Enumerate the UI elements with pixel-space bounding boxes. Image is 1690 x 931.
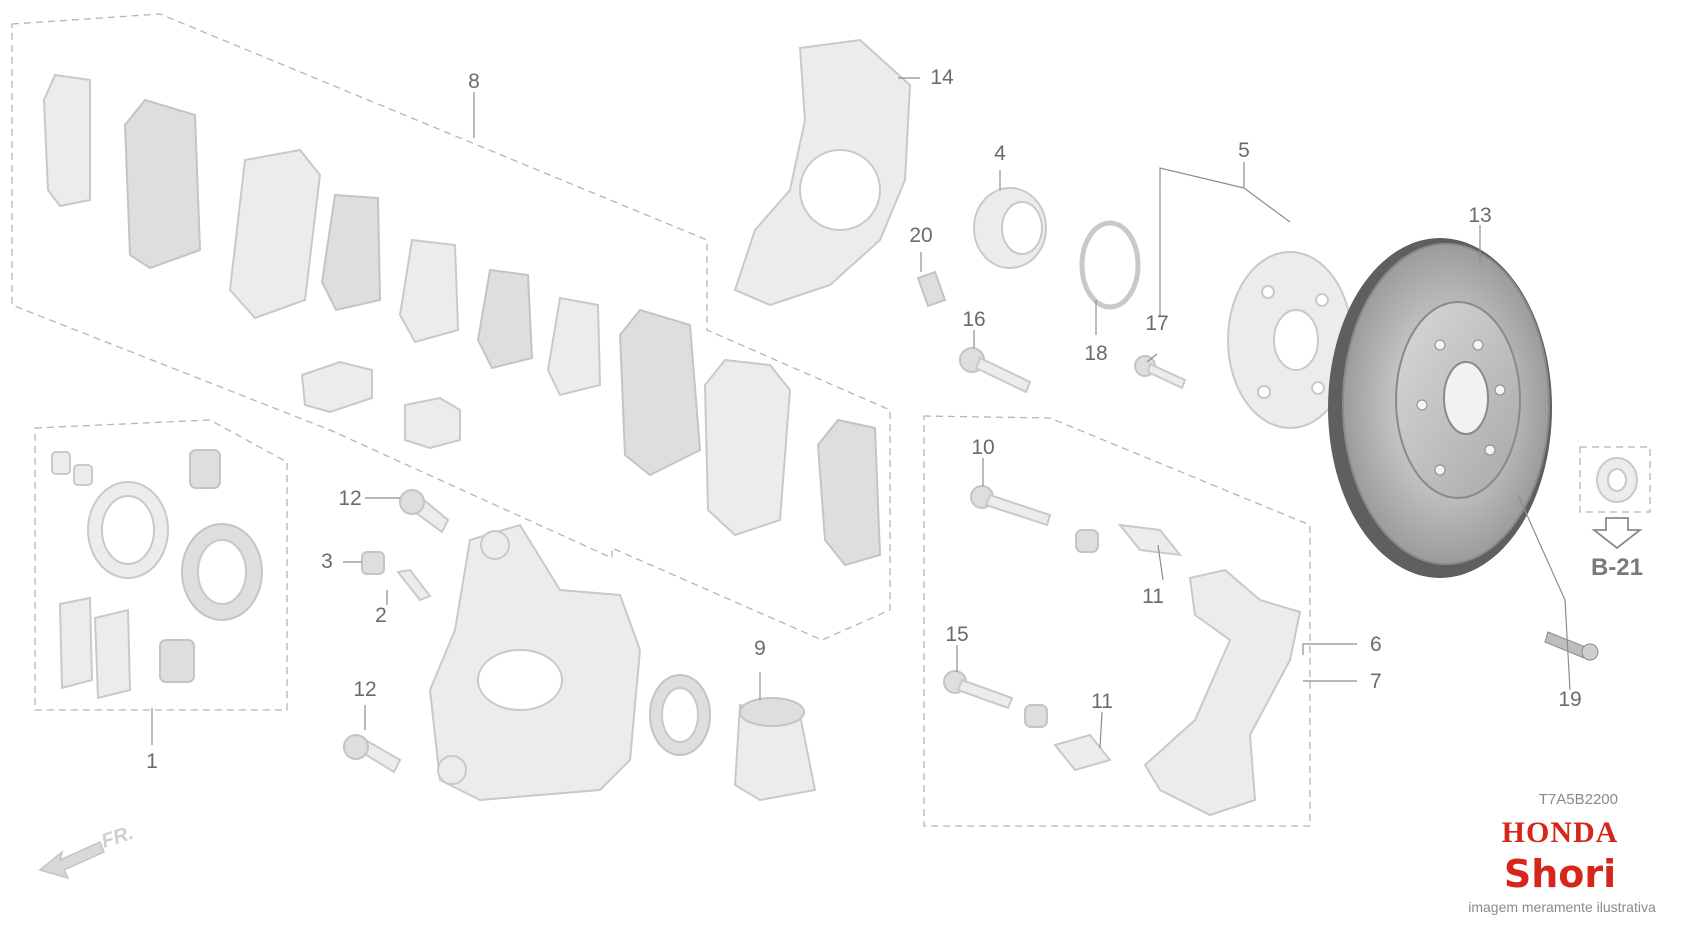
arrow-down-icon bbox=[1591, 517, 1643, 550]
callout-5: 5 bbox=[1238, 139, 1250, 162]
caliper-piston[interactable] bbox=[733, 697, 817, 802]
brake-pad-set[interactable] bbox=[42, 73, 882, 567]
callout-20: 20 bbox=[909, 224, 932, 247]
callout-15: 15 bbox=[945, 623, 968, 646]
callout-12-upper: 12 bbox=[338, 487, 361, 510]
disclaimer-text: imagem meramente ilustrativa bbox=[1468, 899, 1656, 915]
hub-bolt-16[interactable] bbox=[959, 347, 1032, 394]
brake-caliper[interactable] bbox=[428, 523, 642, 802]
group-boundary-caliper-bracket bbox=[923, 415, 1311, 827]
group-boundary-seal-kit bbox=[34, 419, 288, 711]
callout-10: 10 bbox=[971, 436, 994, 459]
section-ref-label: B-21 bbox=[1591, 554, 1643, 581]
wheel-bearing[interactable] bbox=[973, 187, 1047, 269]
diagram-code: T7A5B2200 bbox=[1539, 791, 1618, 808]
section-b21-part-ghost bbox=[1596, 457, 1638, 503]
splash-guard[interactable] bbox=[733, 38, 912, 307]
pin-boot-lower[interactable] bbox=[1024, 704, 1048, 728]
hub-bolt-small[interactable] bbox=[916, 270, 947, 308]
callout-6: 6 bbox=[1370, 633, 1382, 656]
guide-pin-10[interactable] bbox=[970, 485, 1052, 527]
bleeder-cap[interactable] bbox=[361, 551, 385, 575]
callout-1: 1 bbox=[146, 750, 158, 773]
brake-disc-highlighted[interactable] bbox=[1328, 238, 1552, 578]
disc-screw-highlighted[interactable] bbox=[1544, 631, 1599, 661]
snap-ring[interactable] bbox=[1079, 220, 1141, 310]
callout-3: 3 bbox=[321, 550, 333, 573]
arrow-left-icon bbox=[38, 840, 105, 880]
callout-9: 9 bbox=[754, 637, 766, 660]
piston-seal[interactable] bbox=[649, 674, 711, 756]
front-direction-indicator: FR. bbox=[38, 822, 136, 880]
guide-pin-15[interactable] bbox=[943, 670, 1014, 710]
brand-logo: HONDA bbox=[1502, 816, 1619, 849]
callout-13: 13 bbox=[1468, 204, 1491, 227]
direction-label: FR. bbox=[99, 822, 136, 853]
callout-12-lower: 12 bbox=[353, 678, 376, 701]
callout-8: 8 bbox=[468, 70, 480, 93]
caliper-bolt-lower[interactable] bbox=[343, 734, 402, 774]
pin-boot-upper[interactable] bbox=[1075, 529, 1099, 553]
caliper-bolt-upper[interactable] bbox=[399, 489, 450, 534]
caliper-seal-kit[interactable] bbox=[51, 449, 263, 700]
bleeder-screw[interactable] bbox=[396, 568, 432, 602]
leader-lines bbox=[151, 77, 1571, 749]
callout-16: 16 bbox=[962, 308, 985, 331]
caliper-bracket[interactable] bbox=[1143, 568, 1302, 817]
callout-11-lower: 11 bbox=[1091, 690, 1113, 713]
group-boundary-brake-pads bbox=[11, 13, 891, 641]
callout-19: 19 bbox=[1558, 688, 1581, 711]
section-b21-link[interactable]: B-21 bbox=[1591, 517, 1643, 581]
callout-2: 2 bbox=[375, 604, 387, 627]
pad-retainer-upper[interactable] bbox=[1117, 523, 1183, 557]
callout-14: 14 bbox=[930, 66, 954, 89]
callout-17: 17 bbox=[1145, 312, 1168, 335]
group-boundary-section-b21 bbox=[1579, 446, 1651, 513]
callout-18: 18 bbox=[1084, 342, 1107, 365]
dealer-logo: Shori bbox=[1504, 852, 1616, 896]
callout-4: 4 bbox=[994, 142, 1006, 165]
wheel-hub[interactable] bbox=[1227, 251, 1353, 429]
callout-7: 7 bbox=[1370, 670, 1382, 693]
pad-retainer-lower[interactable] bbox=[1053, 733, 1112, 772]
callout-11-upper: 11 bbox=[1142, 585, 1164, 608]
wheel-stud[interactable] bbox=[1134, 355, 1187, 390]
